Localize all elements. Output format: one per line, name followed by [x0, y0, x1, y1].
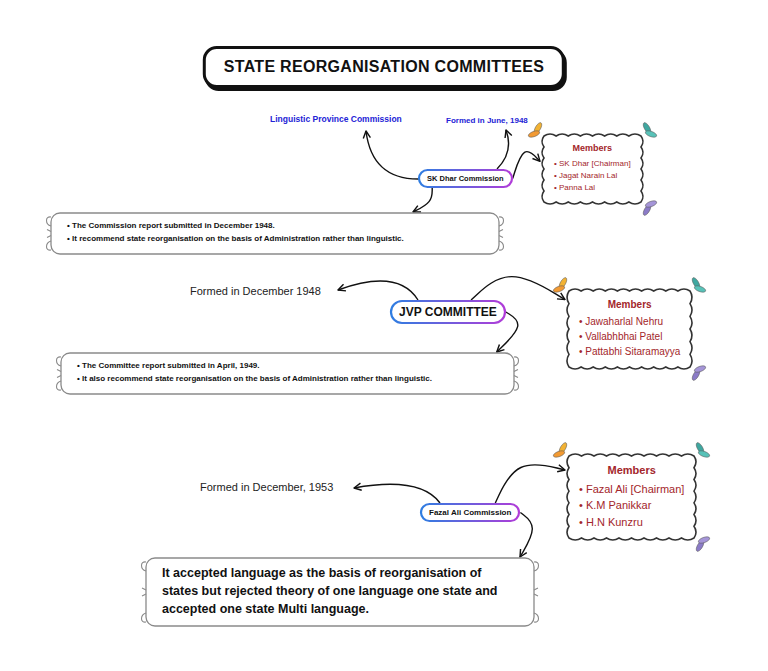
members-box: Members • Jawaharlal Nehru• Vallabhbhai P… — [565, 287, 694, 371]
commission-pill: JVP COMMITTEE — [390, 300, 506, 324]
node-text: It accepted language as the basis of reo… — [162, 565, 520, 618]
connector-arrow — [520, 513, 532, 558]
scroll-curl — [57, 357, 62, 390]
report-scroll: • The Committee report submitted in Apri… — [55, 352, 520, 395]
leaf-ornament — [697, 536, 710, 545]
node-text: • SK Dhar [Chairman] — [554, 158, 631, 170]
leader-arrow — [354, 484, 440, 503]
node-text: • The Commission report submitted in Dec… — [67, 220, 485, 233]
scroll-curl — [499, 217, 504, 250]
note-label: Formed in December, 1953 — [200, 481, 333, 493]
node-text: • Pattabhi Sitaramayya — [579, 344, 680, 359]
scroll-curl — [142, 562, 147, 622]
node-text: Members — [579, 297, 680, 312]
wavy-border — [567, 289, 692, 369]
report-scroll: It accepted language as the basis of reo… — [140, 557, 540, 627]
leaf-ornament — [527, 130, 540, 139]
leader-arrow — [497, 130, 509, 169]
node-text: Members — [554, 142, 631, 156]
leaf-ornament — [693, 285, 706, 294]
node-text: JVP COMMITTEE — [399, 305, 497, 319]
connector-arrow — [495, 465, 565, 503]
wavy-border — [542, 134, 643, 204]
note-label: Linguistic Province Commission — [270, 114, 402, 124]
note-label: Formed in December 1948 — [190, 285, 321, 297]
node-text: • Vallabhbhai Patel — [579, 329, 680, 344]
scroll-curl — [514, 357, 519, 390]
members-box: Members • SK Dhar [Chairman]• Jagat Narai… — [540, 132, 645, 206]
node-text: • H.N Kunzru — [579, 514, 684, 531]
leaf-ornament — [552, 285, 565, 294]
leader-arrow — [366, 131, 420, 179]
leaf-ornament — [697, 450, 710, 459]
scroll-border — [146, 558, 534, 626]
note-label: Formed in June, 1948 — [446, 116, 528, 125]
node-outline — [55, 352, 520, 395]
connector-arrow — [413, 188, 432, 212]
pill-border — [419, 170, 512, 187]
node-text: • The Committee report submitted in Apri… — [77, 360, 500, 373]
pill-border — [391, 301, 505, 323]
node-text: Members — [579, 462, 684, 479]
scroll-border — [61, 353, 514, 394]
commission-pill: Fazal Ali Commission — [420, 503, 520, 522]
scroll-border — [51, 213, 499, 254]
scroll-curl — [534, 562, 539, 622]
leaf-ornament — [644, 130, 657, 139]
scroll-curl — [47, 217, 52, 250]
node-text: • Jagat Narain Lal — [554, 170, 631, 182]
node-text: • Panna Lal — [554, 182, 631, 194]
node-text: • K.M Panikkar — [579, 497, 684, 514]
node-text: • It also recommend state reorganisation… — [77, 373, 500, 386]
node-text: • Jawaharlal Nehru — [579, 314, 680, 329]
members-box: Members • Fazal Ali [Chairman]• K.M Panik… — [565, 452, 698, 542]
leaf-ornament — [693, 365, 706, 374]
leader-arrow — [338, 281, 418, 300]
connector-arrow — [471, 277, 565, 300]
report-scroll: • The Commission report submitted in Dec… — [45, 212, 505, 255]
node-outline — [45, 212, 505, 255]
leaf-ornament — [552, 450, 565, 459]
node-text: • It recommend state reorganisation on t… — [67, 233, 485, 246]
leaf-ornament — [644, 200, 657, 209]
node-text: • Fazal Ali [Chairman] — [579, 481, 684, 498]
node-text: Fazal Ali Commission — [429, 508, 511, 517]
connector-arrow — [513, 152, 540, 179]
pill-border — [421, 504, 519, 521]
title-banner: STATE REORGANISATION COMMITTEES — [203, 46, 565, 88]
commission-pill: SK Dhar Commission — [418, 169, 513, 188]
wavy-border — [567, 454, 696, 540]
node-text: SK Dhar Commission — [427, 174, 504, 183]
